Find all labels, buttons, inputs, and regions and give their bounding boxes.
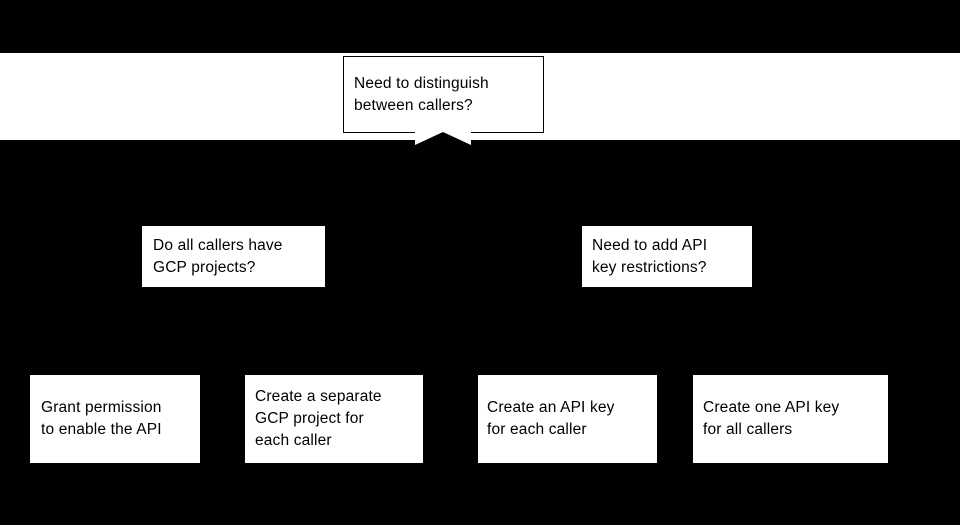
decision-node-gcp-projects[interactable]: Do all callers have GCP projects? <box>142 226 325 287</box>
decision-node-api-key-restrictions[interactable]: Need to add API key restrictions? <box>582 226 752 287</box>
outcome-node-one-api-key-all-callers[interactable]: Create one API key for all callers <box>693 375 888 463</box>
outcome-node-grant-permission[interactable]: Grant permission to enable the API <box>30 375 200 463</box>
outcome-node-api-key-per-caller[interactable]: Create an API key for each caller <box>478 375 657 463</box>
up-arrowhead-connector-icon <box>415 132 471 148</box>
decision-node-distinguish-callers[interactable]: Need to distinguish between callers? <box>343 56 544 133</box>
outcome-node-separate-gcp-project[interactable]: Create a separate GCP project for each c… <box>245 375 423 463</box>
